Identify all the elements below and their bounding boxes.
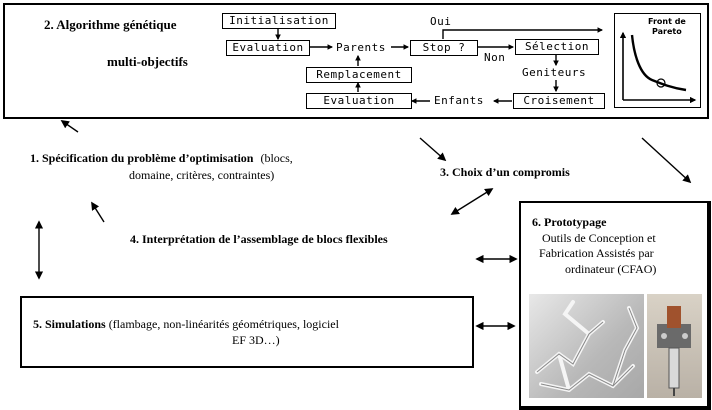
step4-title: 4. Interprétation de l’assemblage de blo… bbox=[130, 232, 388, 246]
step1-line1: 1. Spécification du problème d’optimisat… bbox=[30, 151, 293, 166]
arrow-to-algorithm bbox=[60, 120, 79, 133]
pareto-selected-point bbox=[656, 78, 666, 88]
flow-croisement-box: Croisement bbox=[513, 93, 605, 109]
step5-line1: 5. Simulations (flambage, non-linéarités… bbox=[33, 317, 339, 332]
flow-evaluation-top-box: Evaluation bbox=[226, 40, 310, 56]
step6-line2: Fabrication Assistés par bbox=[539, 246, 654, 260]
simulation-panel bbox=[20, 296, 474, 368]
cad-model-image bbox=[529, 294, 644, 398]
step1-detail-line1: (blocs, bbox=[260, 151, 293, 165]
pareto-front-curve bbox=[630, 34, 687, 92]
arrow-step3-step4 bbox=[450, 188, 494, 215]
flow-non-label: Non bbox=[484, 51, 506, 64]
step5-detail-line2: EF 3D…) bbox=[232, 333, 280, 347]
algorithm-title-line1: 2. Algorithme génétique bbox=[44, 17, 177, 32]
pareto-chart bbox=[614, 13, 701, 108]
flow-stop-box: Stop ? bbox=[410, 40, 478, 56]
step3-title: 3. Choix d’un compromis bbox=[440, 165, 570, 179]
flow-geniteurs-label: Geniteurs bbox=[522, 66, 587, 79]
pareto-label-line2: Pareto bbox=[652, 27, 682, 36]
prototype-photo bbox=[647, 294, 702, 398]
step6-title: 6. Prototypage bbox=[532, 215, 607, 229]
arrow-algorithm-to-step3 bbox=[419, 137, 447, 162]
step5-title: 5. Simulations bbox=[33, 317, 106, 331]
step5-detail-line1: (flambage, non-linéarités géométriques, … bbox=[108, 317, 339, 331]
flow-remplacement-box: Remplacement bbox=[306, 67, 412, 83]
flow-initialisation-box: Initialisation bbox=[222, 13, 336, 29]
flow-oui-label: Oui bbox=[430, 15, 452, 28]
flow-parents-label: Parents bbox=[336, 41, 386, 54]
step1-detail-line2: domaine, critères, contraintes) bbox=[129, 168, 275, 182]
flow-evaluation-bottom-box: Evaluation bbox=[306, 93, 412, 109]
arrow-step4-step1 bbox=[91, 201, 105, 223]
arrow-algorithm-to-step6 bbox=[641, 137, 692, 184]
flow-enfants-label: Enfants bbox=[434, 94, 484, 107]
pareto-label-line1: Front de bbox=[648, 17, 686, 26]
step6-line1: Outils de Conception et bbox=[542, 231, 656, 245]
step1-title: 1. Spécification du problème d’optimisat… bbox=[30, 151, 254, 165]
flow-arrow-oui bbox=[442, 27, 604, 39]
step6-line3: ordinateur (CFAO) bbox=[565, 262, 657, 276]
algorithm-title-line2: multi-objectifs bbox=[107, 54, 188, 69]
flow-selection-box: Sélection bbox=[515, 39, 599, 55]
